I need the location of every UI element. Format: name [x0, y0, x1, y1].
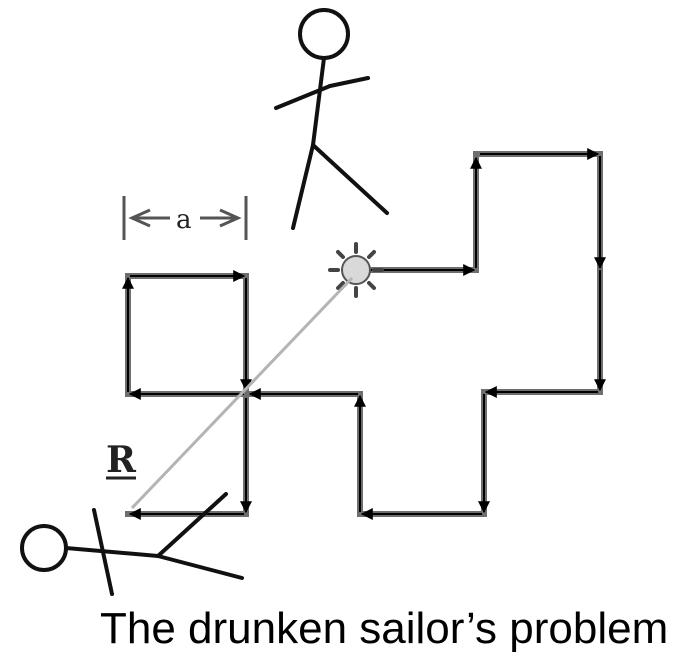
random-walk-path	[125, 151, 603, 517]
step-length-indicator	[122, 196, 248, 240]
step-length-label: a	[176, 205, 192, 235]
resultant-displacement-line	[130, 276, 354, 510]
standing-sailor-figure	[274, 8, 389, 230]
standing-sailor-head	[298, 8, 350, 60]
resultant-label: R	[106, 439, 137, 481]
start-point-marker	[328, 242, 384, 298]
fallen-sailor-figure	[20, 492, 244, 596]
diagram-caption: The drunken sailor’s problem	[100, 604, 669, 653]
step-arrows	[122, 148, 606, 520]
fallen-sailor-head	[20, 524, 68, 572]
